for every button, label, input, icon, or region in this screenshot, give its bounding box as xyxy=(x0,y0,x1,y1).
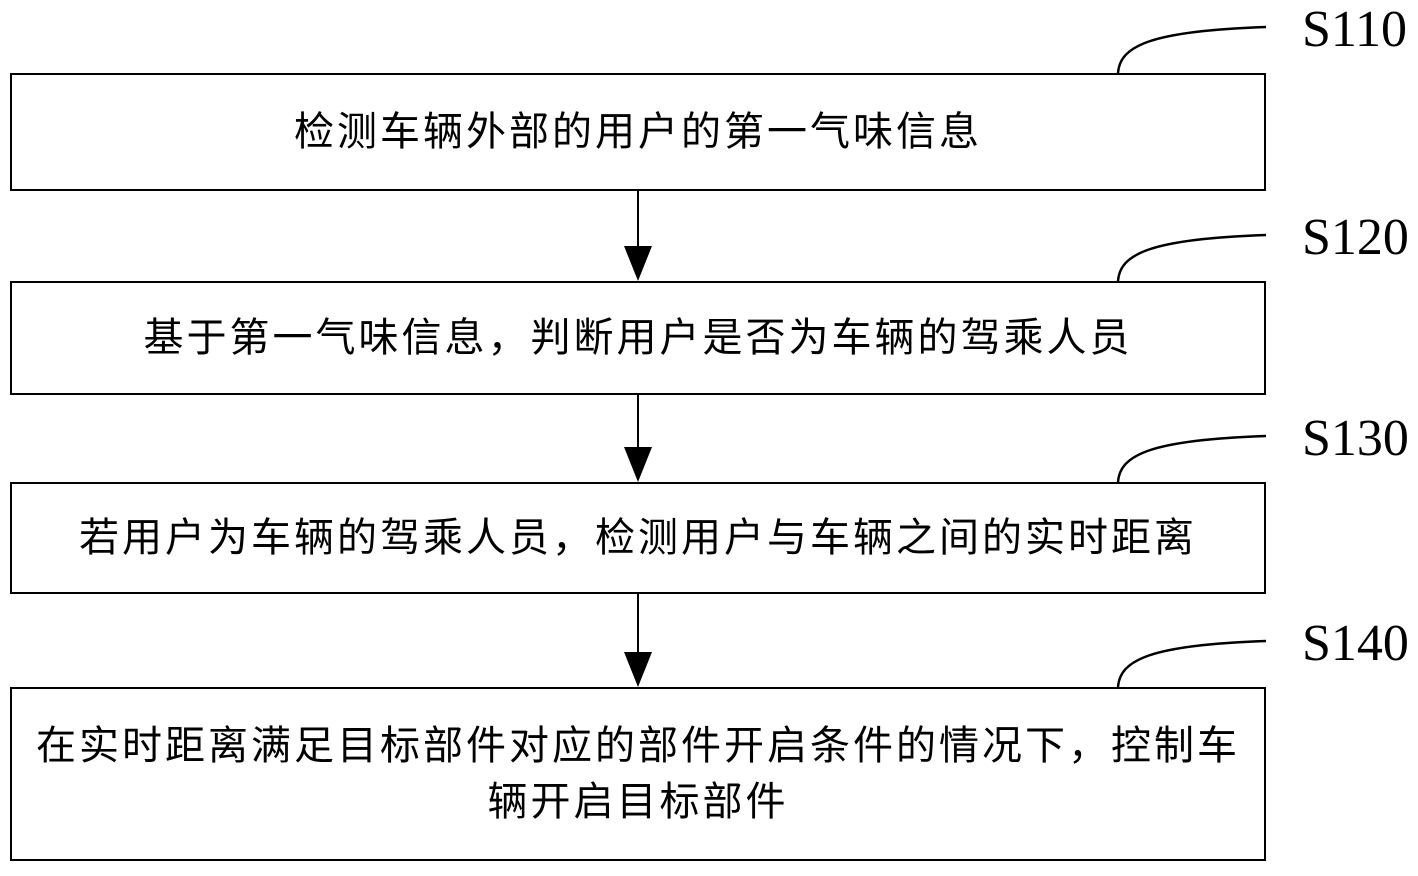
step-label-s110: S110 xyxy=(1302,1,1407,58)
leader-curve-s130 xyxy=(1116,434,1267,483)
step-box-s140: 在实时距离满足目标部件对应的部件开启条件的情况下，控制车 辆开启目标部件 xyxy=(10,687,1266,861)
step-label-s130: S130 xyxy=(1302,410,1409,467)
flow-line-2 xyxy=(637,394,639,449)
step-text-s140: 在实时距离满足目标部件对应的部件开启条件的情况下，控制车 辆开启目标部件 xyxy=(12,718,1264,830)
step-text-s140-line1: 在实时距离满足目标部件对应的部件开启条件的情况下，控制车 xyxy=(36,723,1240,768)
step-label-s120: S120 xyxy=(1302,209,1409,266)
arrow-down-icon-2 xyxy=(624,447,652,482)
step-text-s140-line2: 辆开启目标部件 xyxy=(487,779,789,824)
flow-line-3 xyxy=(637,593,639,654)
step-text-s120: 基于第一气味信息，判断用户是否为车辆的驾乘人员 xyxy=(143,315,1133,360)
step-text-s130: 若用户为车辆的驾乘人员，检测用户与车辆之间的实时距离 xyxy=(79,515,1197,560)
leader-curve-s140 xyxy=(1116,639,1267,688)
flow-line-1 xyxy=(637,190,639,248)
step-text-s110: 检测车辆外部的用户的第一气味信息 xyxy=(294,109,982,154)
leader-curve-s120 xyxy=(1116,233,1267,282)
arrow-down-icon-3 xyxy=(624,652,652,687)
step-box-s120: 基于第一气味信息，判断用户是否为车辆的驾乘人员 xyxy=(10,281,1266,395)
step-box-s110: 检测车辆外部的用户的第一气味信息 xyxy=(10,73,1266,191)
arrow-down-icon-1 xyxy=(624,246,652,281)
leader-curve-s110 xyxy=(1116,25,1267,74)
step-label-s140: S140 xyxy=(1302,615,1409,672)
step-box-s130: 若用户为车辆的驾乘人员，检测用户与车辆之间的实时距离 xyxy=(10,482,1266,594)
